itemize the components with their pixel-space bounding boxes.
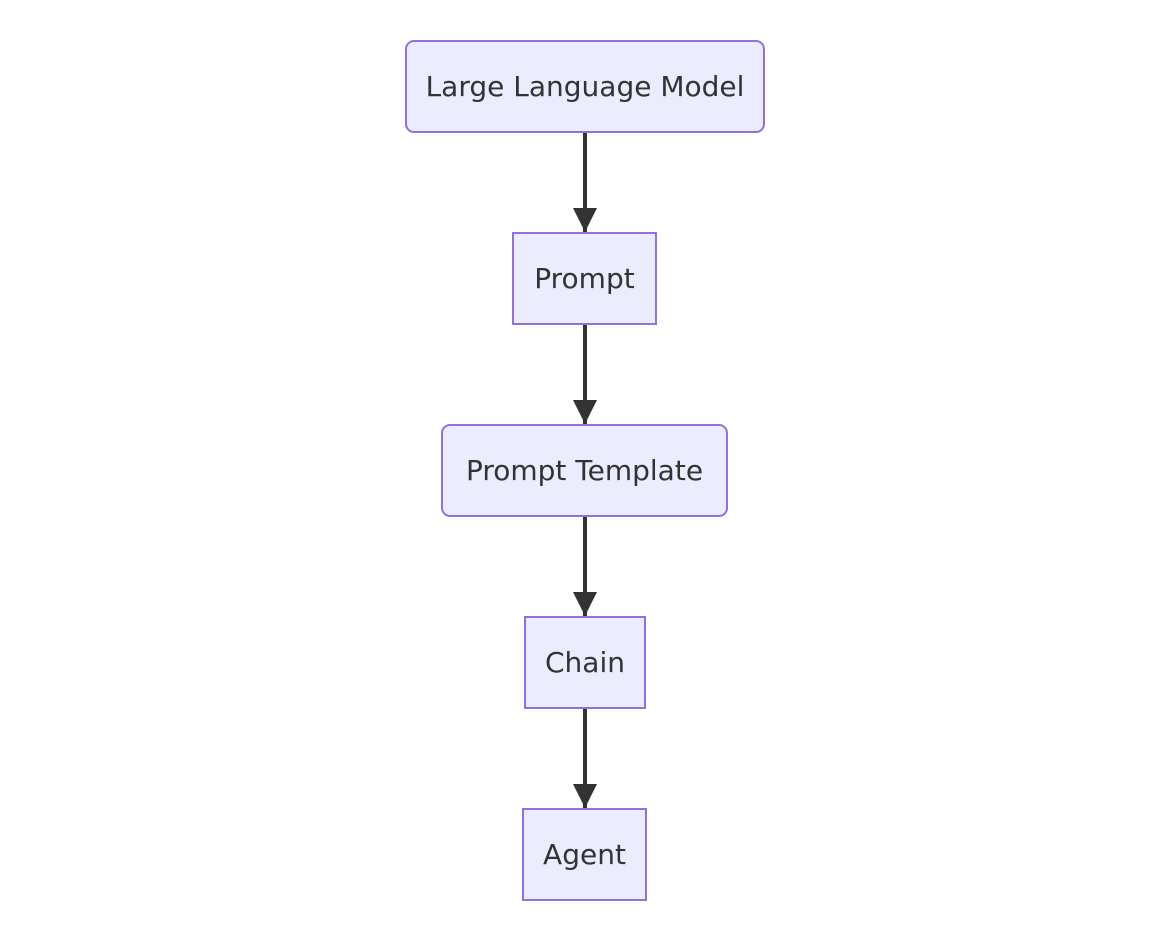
node-label: Chain <box>545 646 625 679</box>
node-label: Prompt <box>534 262 635 295</box>
node-label: Large Language Model <box>425 70 745 103</box>
node-label: Prompt Template <box>465 454 704 487</box>
node-prompt: Prompt <box>512 232 657 325</box>
node-prompt-template: Prompt Template <box>441 424 728 517</box>
node-label: Agent <box>543 838 626 871</box>
node-large-language-model: Large Language Model <box>405 40 765 133</box>
node-chain: Chain <box>524 616 646 709</box>
node-agent: Agent <box>522 808 647 901</box>
